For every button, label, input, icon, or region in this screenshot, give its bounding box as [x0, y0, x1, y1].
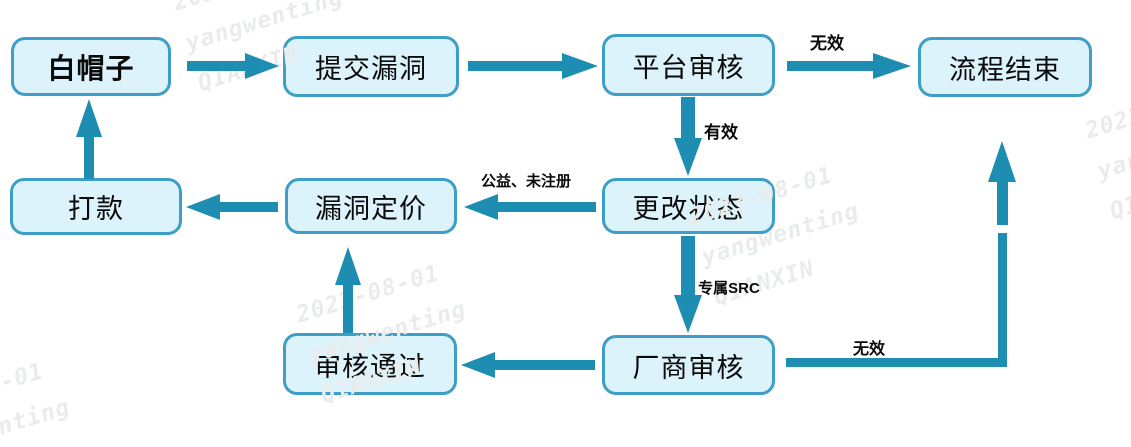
arrow-platform-review-to-change-status — [674, 97, 702, 176]
node-label: 厂商审核 — [632, 352, 745, 383]
arrow-payment-to-white-hat — [76, 99, 102, 179]
arrow-vendor-review-to-review-passed — [461, 352, 595, 378]
arrowhead — [674, 295, 702, 333]
node-label: 白帽子 — [47, 52, 135, 84]
arrow-change-status-to-vendor-review — [674, 236, 702, 333]
node-process-end: 流程结束 — [918, 37, 1092, 97]
arrow-platform-review-to-process-end — [787, 53, 911, 79]
arrowhead — [674, 138, 702, 176]
arrowhead — [988, 141, 1016, 182]
arrowhead — [461, 352, 495, 378]
arrowhead — [76, 99, 102, 137]
node-vendor-review: 厂商审核 — [602, 335, 775, 395]
node-review-passed: 审核通过 — [283, 333, 457, 395]
node-label: 更改状态 — [632, 193, 745, 224]
node-payment: 打款 — [10, 178, 182, 235]
arrowhead — [873, 53, 911, 79]
edge-label-public-unregistered: 公益、未注册 — [480, 173, 572, 190]
node-label: 打款 — [68, 194, 124, 224]
arrow-submit-to-platform-review — [468, 53, 598, 79]
edge-label-invalid-bottom: 无效 — [852, 341, 886, 358]
arrowhead — [562, 53, 598, 79]
edge-label-valid: 有效 — [704, 123, 738, 142]
arrowhead — [186, 194, 220, 220]
node-label: 提交漏洞 — [315, 54, 427, 84]
node-label: 流程结束 — [949, 54, 1061, 85]
node-label: 审核通过 — [314, 351, 426, 382]
node-label: 平台审核 — [632, 52, 745, 83]
node-submit-vuln: 提交漏洞 — [283, 36, 459, 97]
arrow-vendor-review-to-process-end — [786, 141, 1016, 367]
node-white-hat: 白帽子 — [11, 37, 171, 96]
arrowhead — [335, 247, 361, 285]
edge-label-exclusive-src: 专属SRC — [698, 280, 760, 297]
arrowhead — [464, 194, 498, 220]
node-change-status: 更改状态 — [602, 178, 775, 234]
arrow-change-status-to-vuln-pricing — [464, 194, 596, 220]
node-label: 漏洞定价 — [315, 193, 427, 224]
node-platform-review: 平台审核 — [602, 34, 775, 96]
edge-label-invalid-top: 无效 — [810, 34, 844, 53]
arrow-vuln-pricing-to-payment — [186, 194, 278, 220]
node-vuln-pricing: 漏洞定价 — [285, 178, 457, 234]
arrow-white-hat-to-submit — [187, 53, 279, 79]
arrow-review-passed-to-vuln-pricing — [335, 247, 361, 333]
arrowhead — [245, 53, 279, 79]
